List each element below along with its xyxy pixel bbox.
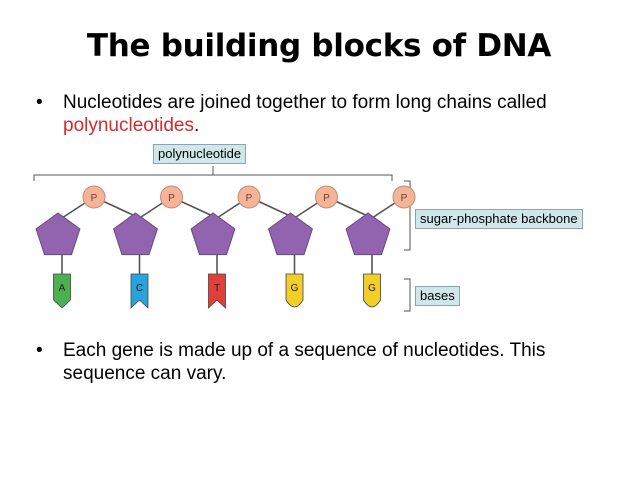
nucleotide-chain: P A P C P T P G P G — [35, 185, 416, 309]
bullet-text: Nucleotides are joined together to form … — [36, 91, 576, 137]
sugar-pentagon — [268, 212, 313, 256]
phosphate-letter: P — [91, 193, 98, 204]
phosphate-circle — [237, 185, 261, 209]
sugar-pentagon — [113, 212, 158, 256]
bullet-text: Each gene is made up of a sequence of nu… — [63, 340, 546, 384]
bases-bracket — [404, 278, 411, 312]
bullet-text-start: Nucleotides are joined together to form … — [63, 92, 547, 113]
phosphate-circle — [392, 185, 416, 209]
phosphate-circle — [315, 185, 338, 209]
phosphate-circle — [82, 185, 106, 209]
polynucleotide-bracket — [33, 166, 393, 181]
bases-label: bases — [415, 286, 460, 306]
sugar-pentagon — [190, 212, 236, 256]
phosphate-letter: P — [246, 193, 253, 204]
backbone-bracket — [404, 180, 411, 251]
base-letter: C — [136, 283, 143, 294]
bullet-gene-sequence: • Each gene is made up of a sequence of … — [36, 339, 626, 385]
sugar-pentagon — [345, 212, 391, 256]
base-g — [363, 273, 381, 308]
slide-title: The building blocks of DNA — [86, 28, 552, 64]
base-a — [53, 273, 71, 309]
bullet-dot: • — [36, 340, 43, 361]
bullet-polynucleotides: • Nucleotides are joined together to for… — [36, 91, 576, 137]
base-letter: G — [291, 283, 299, 294]
base-letter: T — [214, 283, 220, 294]
base-letter: G — [368, 283, 376, 294]
phosphate-circle — [160, 185, 183, 209]
bullet-dot: • — [36, 92, 43, 113]
bullet-text-end: . — [193, 115, 200, 136]
phosphate-letter: P — [323, 193, 330, 204]
backbone-label: sugar-phosphate backbone — [415, 209, 583, 229]
base-letter: A — [59, 283, 66, 294]
base-g — [285, 273, 304, 308]
base-t — [208, 273, 226, 309]
sugar-pentagon — [35, 212, 81, 256]
polynucleotide-label: polynucleotide — [153, 144, 247, 164]
highlight-term: polynucleotides — [63, 115, 194, 136]
base-c — [130, 273, 149, 309]
phosphate-letter: P — [401, 193, 408, 204]
phosphate-letter: P — [168, 193, 175, 204]
